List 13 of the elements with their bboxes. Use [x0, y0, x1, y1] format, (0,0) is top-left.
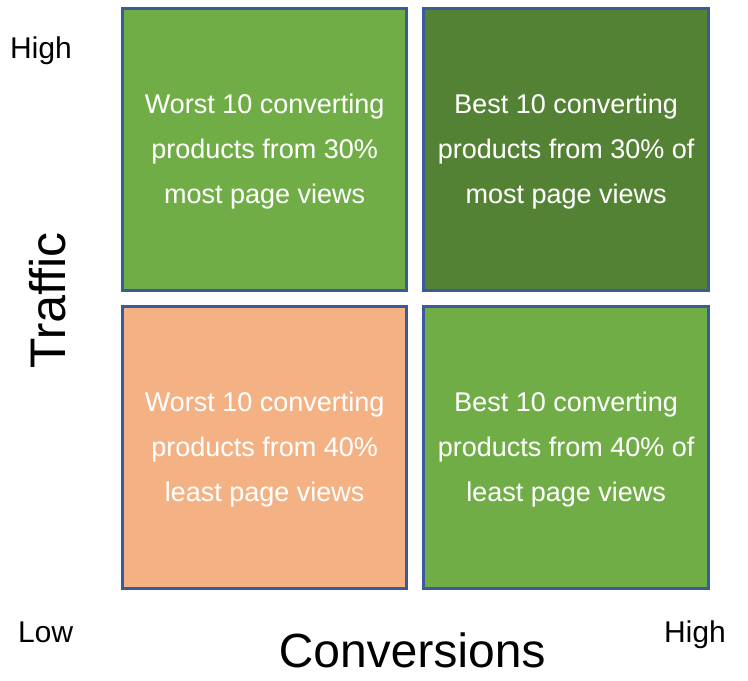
quadrant-box — [121, 7, 408, 292]
axis-title: Conversions — [278, 628, 546, 676]
axis-label: High — [10, 34, 72, 64]
axis-title: Traffic — [23, 232, 73, 368]
quadrant-text: Best 10 converting products from 40% of least page views — [436, 386, 696, 509]
axis-label: High — [664, 618, 726, 648]
quadrant-box — [422, 7, 710, 292]
axis-label: Low — [18, 618, 74, 648]
quadrant-box — [422, 305, 710, 590]
quadrant-text: Worst 10 converting products from 30% most page views — [144, 88, 386, 211]
quadrant-box — [121, 305, 408, 590]
quadrant-text: Best 10 converting products from 30% of most page views — [436, 88, 696, 211]
quadrant-text: Worst 10 converting products from 40% least page views — [144, 386, 386, 509]
